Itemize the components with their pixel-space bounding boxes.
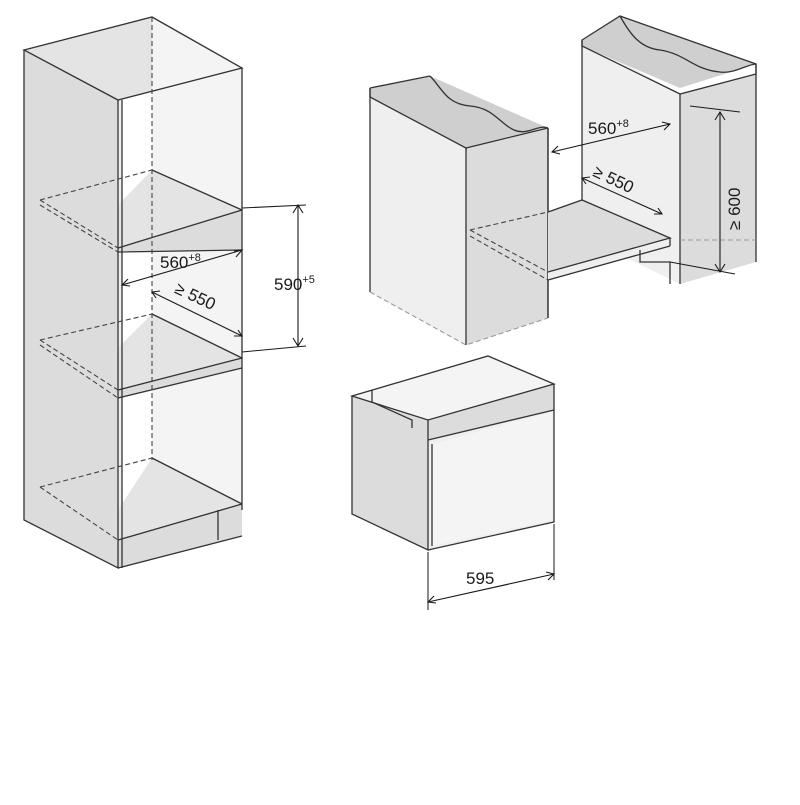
base-cabinet-dimensions: 560+8 ≥ 550 ≥ 600 bbox=[550, 105, 744, 275]
tall-cabinet-shelf-upper bbox=[118, 170, 242, 248]
base-niche-floor bbox=[469, 199, 672, 284]
base-niche-width-label: 560+8 bbox=[588, 118, 629, 138]
base-cabinet-left bbox=[369, 75, 549, 346]
tall-cabinet-shelf-upper-front bbox=[118, 210, 242, 252]
tall-cabinet-bottom-shelf bbox=[118, 458, 242, 540]
oven-top bbox=[352, 356, 554, 420]
tall-cabinet-left-panel bbox=[24, 50, 118, 568]
oven-side bbox=[352, 396, 428, 550]
tall-cabinet-shelf-lower bbox=[118, 314, 242, 390]
oven-door bbox=[432, 412, 552, 546]
base-right-side-panel bbox=[680, 74, 756, 284]
oven-control-panel bbox=[428, 384, 554, 440]
base-left-front-panel bbox=[466, 128, 548, 345]
niche-floor-front bbox=[548, 238, 670, 280]
oven-width-label: 595 bbox=[466, 569, 494, 588]
base-niche-height-label: ≥ 600 bbox=[725, 188, 744, 230]
tall-cabinet-plinth bbox=[118, 504, 242, 568]
niche-floor-top bbox=[548, 200, 670, 272]
oven-dimensions: 595 bbox=[426, 524, 556, 610]
tall-niche-width-label: 560+8 bbox=[160, 252, 201, 272]
tall-niche-height-label: 590+5 bbox=[274, 274, 315, 294]
base-left-side-panel bbox=[370, 95, 466, 345]
tall-cabinet-shelf-lower-front bbox=[118, 358, 242, 398]
base-left-countertop bbox=[370, 76, 548, 148]
oven-appliance bbox=[349, 355, 556, 552]
